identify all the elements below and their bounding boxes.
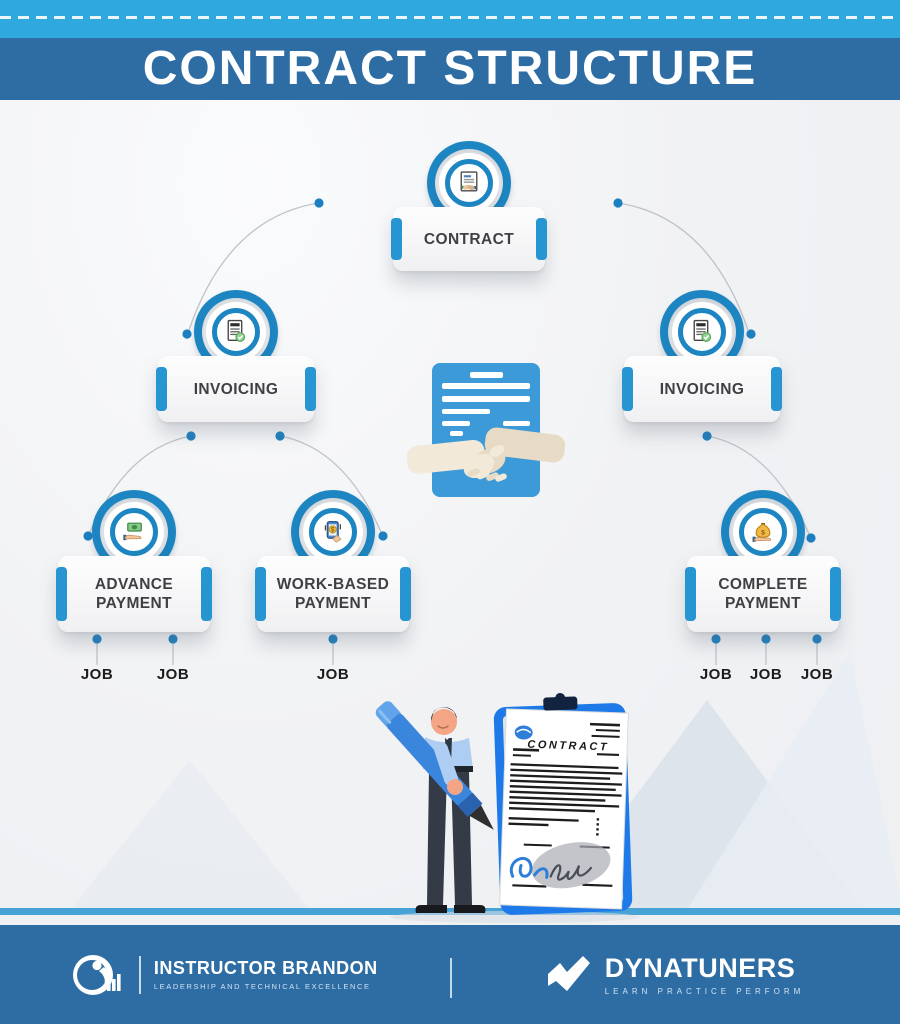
accent-bar xyxy=(156,367,167,411)
accent-bar xyxy=(536,218,547,260)
footer-right-text: DYNATUNERS LEARN PRACTICE PERFORM xyxy=(605,953,805,996)
footer-right: DYNATUNERS LEARN PRACTICE PERFORM xyxy=(450,925,900,1024)
icon-disc: $ xyxy=(733,502,793,562)
label-line: WORK-BASED xyxy=(276,576,390,593)
label-line: ADVANCE xyxy=(94,576,174,593)
cash-in-hand-icon xyxy=(110,508,158,556)
accent-bar xyxy=(622,367,633,411)
background-pyramid xyxy=(70,760,310,910)
background-pyramid xyxy=(688,652,900,908)
document-handshake-icon xyxy=(445,159,493,207)
logo-divider xyxy=(139,955,141,994)
icon-disc xyxy=(206,302,266,362)
icon-disc xyxy=(439,153,499,213)
brand-tagline: LEADERSHIP AND TECHNICAL EXCELLENCE xyxy=(153,982,371,991)
svg-text:$: $ xyxy=(331,527,335,534)
node-complete-payment: COMPLETE PAYMENT xyxy=(685,556,841,632)
brand-tagline: LEARN PRACTICE PERFORM xyxy=(604,987,805,996)
label-line: PAYMENT xyxy=(724,595,801,612)
clipboard-title: CONTRACT xyxy=(527,739,609,754)
label-line: PAYMENT xyxy=(95,595,172,612)
job-label: JOB xyxy=(699,666,733,683)
page-title: CONTRACT STRUCTURE xyxy=(142,42,758,95)
top-band xyxy=(0,0,900,38)
node-invoicing-left-label: INVOICING xyxy=(193,380,279,398)
job-label: JOB xyxy=(156,666,190,683)
ground-stripe xyxy=(0,908,900,915)
node-invoicing-right-label: INVOICING xyxy=(659,380,745,398)
node-advance-payment-label: ADVANCE PAYMENT xyxy=(95,575,173,613)
icon-disc: $ xyxy=(303,502,363,562)
clipboard: CONTRACT xyxy=(493,693,633,915)
node-work-based-payment-label: WORK-BASED PAYMENT xyxy=(277,575,390,613)
label-line: COMPLETE xyxy=(718,576,808,593)
node-invoicing-right: INVOICING xyxy=(622,356,782,422)
accent-bar xyxy=(391,218,402,260)
svg-text:$: $ xyxy=(761,529,765,536)
handshake-contract-illustration xyxy=(406,363,565,497)
footer-center-divider xyxy=(450,958,452,998)
header: CONTRACT STRUCTURE xyxy=(0,38,900,100)
footer-left: INSTRUCTOR BRANDON LEADERSHIP AND TECHNI… xyxy=(0,925,450,1024)
device-payment-icon: $ xyxy=(309,508,357,556)
dashed-line xyxy=(0,16,900,19)
node-contract-label: CONTRACT xyxy=(423,230,515,248)
accent-bar xyxy=(685,567,696,621)
label-line: PAYMENT xyxy=(294,595,371,612)
footer: INSTRUCTOR BRANDON LEADERSHIP AND TECHNI… xyxy=(0,925,900,1024)
instructor-brandon-logo xyxy=(73,954,122,995)
money-bag-icon: $ xyxy=(739,508,787,556)
accent-bar xyxy=(771,367,782,411)
job-label: JOB xyxy=(80,666,114,683)
contract-node-icon xyxy=(427,141,511,225)
accent-bar xyxy=(255,567,266,621)
invoice-check-icon xyxy=(212,308,260,356)
brand-name: DYNATUNERS xyxy=(604,953,796,983)
accent-bar xyxy=(56,567,67,621)
dynatuners-logo xyxy=(547,955,590,991)
icon-disc xyxy=(104,502,164,562)
node-invoicing-left: INVOICING xyxy=(156,356,316,422)
brand-name: INSTRUCTOR BRANDON xyxy=(153,958,378,978)
signing-contract-illustration: CONTRACT xyxy=(375,693,640,923)
node-contract: CONTRACT xyxy=(391,207,547,271)
node-work-based-payment: WORK-BASED PAYMENT xyxy=(255,556,411,632)
job-label: JOB xyxy=(800,666,834,683)
job-label: JOB xyxy=(749,666,783,683)
invoice-check-icon xyxy=(678,308,726,356)
accent-bar xyxy=(400,567,411,621)
accent-bar xyxy=(305,367,316,411)
node-advance-payment: ADVANCE PAYMENT xyxy=(56,556,212,632)
accent-bar xyxy=(201,567,212,621)
icon-arc xyxy=(427,141,511,225)
node-complete-payment-label: COMPLETE PAYMENT xyxy=(718,575,807,613)
accent-bar xyxy=(830,567,841,621)
job-label: JOB xyxy=(316,666,350,683)
footer-left-text: INSTRUCTOR BRANDON LEADERSHIP AND TECHNI… xyxy=(154,958,378,991)
icon-disc xyxy=(672,302,732,362)
